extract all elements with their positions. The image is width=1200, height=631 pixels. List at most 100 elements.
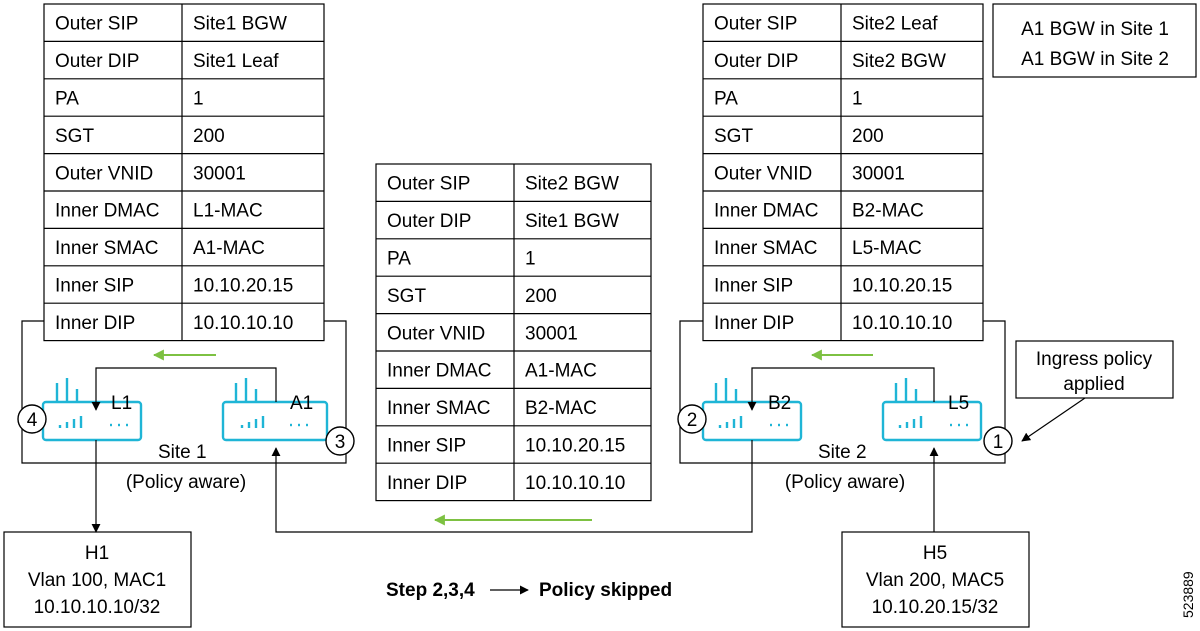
host-h1-vlan: Vlan 100, MAC1 (28, 570, 166, 591)
table-field-name: Inner DIP (714, 313, 794, 334)
table-field-value: A1-MAC (193, 238, 265, 259)
step-circle-3: 3 (325, 426, 355, 456)
table-field-name: PA (714, 89, 738, 110)
table-field-name: Inner DIP (387, 473, 467, 494)
host-h5-ip: 10.10.20.15/32 (872, 597, 999, 618)
table-field-value: 10.10.20.15 (193, 276, 293, 297)
table-field-value: 200 (852, 126, 884, 147)
table-field-value: Site2 BGW (852, 51, 946, 72)
site1-mode: (Policy aware) (126, 472, 246, 493)
table-row: PA 1 (55, 89, 204, 110)
device-l5: L5 (881, 378, 983, 442)
table-field-value: 1 (525, 249, 536, 270)
table-field-name: Outer SIP (387, 174, 470, 195)
table-field-name: SGT (387, 286, 426, 307)
step-circle-2: 2 (677, 404, 707, 434)
footer-policy-skipped: Policy skipped (539, 580, 672, 601)
host-h1: H1 Vlan 100, MAC1 10.10.10.10/32 (3, 531, 192, 628)
a1-to-l1-link (91, 367, 277, 411)
table-field-name: PA (387, 249, 411, 270)
table-row: Inner DIP 10.10.10.10 (714, 313, 952, 334)
svg-text:4: 4 (27, 410, 38, 431)
table-field-name: Inner SMAC (387, 398, 490, 419)
table-field-name: PA (55, 89, 79, 110)
host-h5: H5 Vlan 200, MAC5 10.10.20.15/32 (841, 531, 1030, 628)
site2-mode: (Policy aware) (785, 472, 905, 493)
table-row: Inner SMAC A1-MAC (55, 238, 265, 259)
table-field-name: SGT (55, 126, 94, 147)
table-field-name: Outer DIP (387, 211, 471, 232)
table-field-name: SGT (714, 126, 753, 147)
b2-to-a1-link (271, 440, 753, 533)
table-field-name: Inner DMAC (55, 201, 160, 222)
table-field-value: 1 (852, 89, 863, 110)
table-field-name: Inner SMAC (55, 238, 158, 259)
table-field-value: Site1 Leaf (193, 51, 279, 72)
table-field-name: Outer DIP (55, 51, 139, 72)
device-b2-label: B2 (768, 393, 791, 414)
legend-line-1: A1 BGW in Site 1 (1021, 19, 1169, 40)
table-row: Outer DIP Site1 BGW (387, 211, 619, 232)
svg-text:2: 2 (687, 410, 698, 431)
step-circle-4: 4 (17, 404, 47, 434)
table-field-value: 200 (525, 286, 557, 307)
table-field-value: 30001 (852, 163, 905, 184)
device-l5-label: L5 (948, 393, 969, 414)
step-circle-1: 1 (983, 426, 1013, 456)
ingress-policy-note: Ingress policy applied (1015, 340, 1174, 399)
table-field-value: 10.10.10.10 (525, 473, 625, 494)
table-field-value: 10.10.20.15 (852, 276, 952, 297)
table-field-value: 10.10.10.10 (852, 313, 952, 334)
site2-label: Site 2 (818, 442, 867, 463)
host-h1-name: H1 (85, 543, 109, 564)
port-icon (240, 416, 308, 428)
table-field-value: Site1 BGW (525, 211, 619, 232)
table-field-value: L5-MAC (852, 238, 922, 259)
site1-label: Site 1 (158, 442, 207, 463)
legend-line-2: A1 BGW in Site 2 (1021, 49, 1169, 70)
table-field-name: Inner SIP (714, 276, 793, 297)
table-row: Outer SIP Site2 BGW (387, 174, 619, 195)
device-l1-label: L1 (111, 393, 132, 414)
transit-header-table: Outer SIP Site2 BGW Outer DIP Site1 BGW PA 1S… (375, 163, 652, 502)
device-a1: A1 (221, 378, 329, 442)
device-a1-label: A1 (290, 393, 313, 414)
table-field-value: Site2 Leaf (852, 14, 938, 35)
footer-legend: Step 2,3,4 Policy skipped (386, 580, 672, 601)
table-row: SGT 200 (714, 126, 884, 147)
table-field-name: Outer DIP (714, 51, 798, 72)
table-field-name: Outer SIP (714, 14, 797, 35)
table-field-name: Inner DIP (55, 313, 135, 334)
table-field-value: 30001 (193, 163, 246, 184)
table-field-value: 1 (193, 89, 204, 110)
footer-steps: Step 2,3,4 (386, 580, 475, 601)
table-row: Inner DIP 10.10.10.10 (55, 313, 293, 334)
table-field-value: 30001 (525, 323, 578, 344)
table-field-name: Outer VNID (714, 163, 812, 184)
table-field-name: Inner SIP (55, 276, 134, 297)
table-row: Outer VNID 30001 (714, 163, 905, 184)
ingress-note-line-2: applied (1063, 374, 1124, 395)
table-field-value: Site2 BGW (525, 174, 619, 195)
table-field-value: B2-MAC (852, 201, 924, 222)
table-row: Outer DIP Site2 BGW (714, 51, 946, 72)
site2-enclosure: Site 2 (Policy aware) (679, 320, 1006, 493)
table-field-value: 10.10.20.15 (525, 436, 625, 457)
table-field-value: 10.10.10.10 (193, 313, 293, 334)
ingress-note-arrow (1021, 397, 1086, 442)
port-icon (898, 416, 968, 428)
table-row: Outer SIP Site2 Leaf (714, 14, 938, 35)
site1-enclosure: Site 1 (Policy aware) (21, 320, 347, 493)
